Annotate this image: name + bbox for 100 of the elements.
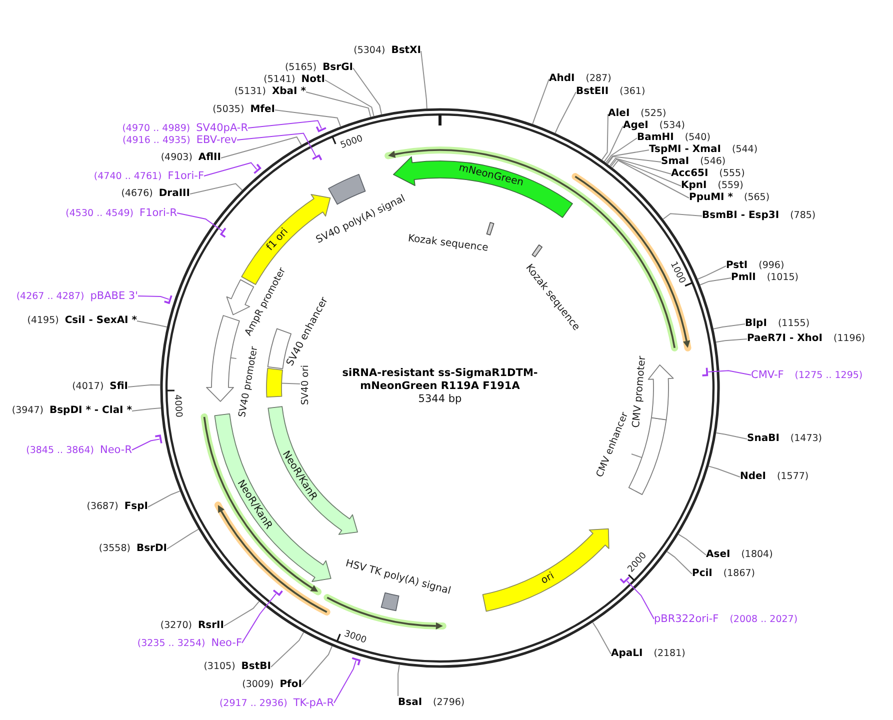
leader-line	[697, 266, 726, 280]
enzyme-name: BstXI	[391, 44, 421, 58]
primer-range: (4267 .. 4287)	[16, 290, 84, 304]
enzyme-name: ApaLI	[611, 647, 643, 661]
primer-mark-icon	[702, 368, 708, 376]
site-position: (1196)	[834, 332, 866, 346]
enzyme-name: AflII	[198, 151, 221, 165]
site-position: (3687)	[86, 500, 118, 514]
primer-name: CMV-F	[751, 368, 784, 382]
enzyme-name: XbaI *	[272, 85, 306, 99]
site-position: (1015)	[766, 271, 798, 285]
leader-line	[352, 68, 382, 115]
leader-line	[631, 453, 642, 458]
site-position: (5131)	[234, 85, 266, 99]
primer-range: (4916 .. 4935)	[122, 134, 190, 148]
site-position: (5141)	[264, 73, 296, 86]
feature-box	[266, 367, 284, 398]
primer-name: TK-pA-R	[293, 696, 334, 710]
leader-line	[306, 92, 372, 118]
site-position: (1155)	[778, 317, 810, 331]
leader-line	[334, 660, 356, 704]
enzyme-name: PstI	[726, 259, 748, 272]
primer-name: F1ori-R	[140, 206, 177, 220]
leader-line	[420, 50, 428, 109]
site-position: (4903)	[160, 151, 192, 165]
feature-label: SV40 promoter	[236, 346, 261, 418]
plasmid-name: siRNA-resistant ss-SigmaR1DTM-mNeonGreen R119A F191A	[341, 367, 539, 393]
primer-range: (2917 .. 2936)	[219, 697, 288, 711]
enzyme-name: CsiI - SexAI *	[64, 314, 137, 328]
leader-line	[136, 320, 168, 328]
feature-box	[380, 592, 400, 612]
enzyme-name: BsmBI - Esp3I	[702, 209, 780, 223]
enzyme-name: FspI	[124, 500, 148, 514]
enzyme-name: PfoI	[280, 678, 302, 692]
leader-line	[274, 110, 342, 127]
enzyme-name: SfiI	[110, 380, 128, 394]
leader-line	[708, 370, 752, 376]
site-position: (559)	[718, 179, 744, 192]
leader-line	[138, 296, 170, 300]
leader-line	[166, 528, 199, 550]
leader-line	[270, 632, 304, 668]
primer-range: (4740 .. 4761)	[94, 170, 162, 184]
leader-line	[248, 120, 322, 130]
site-position: (1473)	[790, 432, 822, 446]
leader-line	[716, 432, 748, 440]
site-position: (540)	[684, 131, 710, 144]
site-position: (5304)	[354, 44, 386, 58]
site-position: (555)	[719, 167, 745, 180]
site-position: (1804)	[741, 548, 773, 562]
site-position: (544)	[732, 143, 758, 157]
leader-line	[609, 158, 672, 174]
primer-name: pBABE 3'	[90, 289, 138, 303]
site-position: (785)	[790, 209, 816, 223]
leader-line	[224, 600, 260, 626]
site-position: (5165)	[284, 61, 317, 74]
enzyme-name: PmlI	[731, 271, 756, 285]
leader-line	[700, 278, 732, 286]
enzyme-name: AhdI	[549, 72, 575, 86]
enzyme-name: SnaBI	[747, 432, 780, 446]
leader-line	[176, 212, 223, 232]
primer-mark-icon	[220, 228, 226, 238]
primer-range: (4970 .. 4989)	[122, 122, 190, 136]
enzyme-name: BsrDI	[136, 542, 167, 556]
leader-line	[242, 593, 276, 644]
site-position: (1577)	[777, 470, 809, 484]
leader-line	[532, 78, 550, 124]
leader-line	[132, 408, 162, 412]
primer-mark-icon	[620, 576, 630, 584]
enzyme-name: BstEII	[576, 85, 609, 99]
site-position: (3105)	[204, 660, 236, 674]
leader-line	[708, 466, 740, 478]
leader-line	[666, 551, 692, 574]
site-position: (361)	[620, 85, 646, 99]
site-position: (2181)	[654, 647, 686, 661]
site-position: (534)	[659, 119, 685, 132]
leader-line	[281, 382, 300, 384]
leader-line	[128, 384, 161, 388]
enzyme-name: BamHI	[637, 131, 674, 144]
enzyme-name: RsrII	[198, 619, 224, 633]
enzyme-name: BsrGI	[322, 61, 353, 74]
primer-mark-icon	[155, 434, 162, 444]
primer-mark-icon	[352, 657, 361, 666]
site-position: (5035)	[212, 103, 244, 117]
feature-name: ori	[539, 570, 556, 588]
feature-label: SV40 ori	[300, 365, 312, 405]
scale-label: 3000	[342, 629, 368, 647]
primer-mark-icon	[164, 295, 172, 304]
enzyme-name: NotI	[301, 73, 325, 86]
enzyme-name: BstBI	[241, 660, 271, 674]
enzyme-name: BlpI	[745, 317, 767, 331]
primer-name: F1ori-F	[168, 169, 204, 183]
enzyme-name: PaeR7I - XhoI	[747, 332, 823, 346]
enzyme-name: AleI	[608, 107, 630, 120]
plasmid-length: 5344 bp	[417, 393, 463, 406]
leader-line	[678, 534, 706, 556]
enzyme-name: AseI	[706, 548, 730, 562]
primer-name: Neo-R	[100, 443, 132, 457]
primer-range: (3235 .. 3254)	[137, 637, 206, 651]
enzyme-name: SmaI	[661, 155, 690, 168]
enzyme-name: PciI	[692, 567, 712, 581]
